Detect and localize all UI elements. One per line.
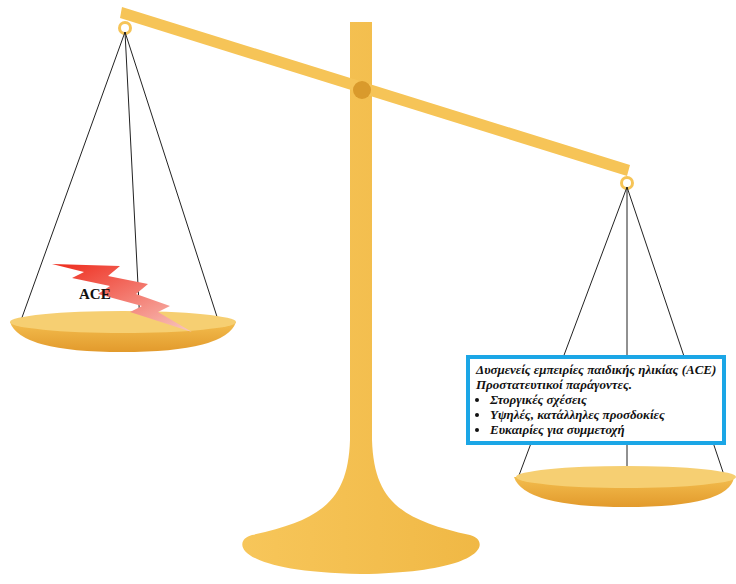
hook xyxy=(121,24,129,32)
box-subheading: Προστατευτικοί παράγοντες. xyxy=(476,377,716,392)
pivot xyxy=(353,81,371,99)
scale-beam xyxy=(120,7,630,176)
scale-stand xyxy=(242,22,479,574)
bolt-shape xyxy=(50,262,195,334)
bullet-item: Στοργικές σχέσεις xyxy=(490,392,716,407)
bullet-item: Ευκαιρίες για συμμετοχή xyxy=(490,422,716,437)
bullet-list: Στοργικές σχέσειςΥψηλές, κατάλληλες προσ… xyxy=(476,392,716,437)
bullet-item: Υψηλές, κατάλληλες προσδοκίες xyxy=(490,407,716,422)
text-box: Δυσμενείς εμπειρίες παιδικής ηλικίας (AC… xyxy=(466,355,726,445)
bolt-label: ACE xyxy=(79,286,111,303)
hook xyxy=(623,179,631,187)
lightning-bolt: ACE xyxy=(50,262,195,334)
box-heading: Δυσμενείς εμπειρίες παιδικής ηλικίας (AC… xyxy=(476,362,716,377)
right-pan-rim xyxy=(516,466,736,488)
left-pan-rim xyxy=(10,311,236,333)
